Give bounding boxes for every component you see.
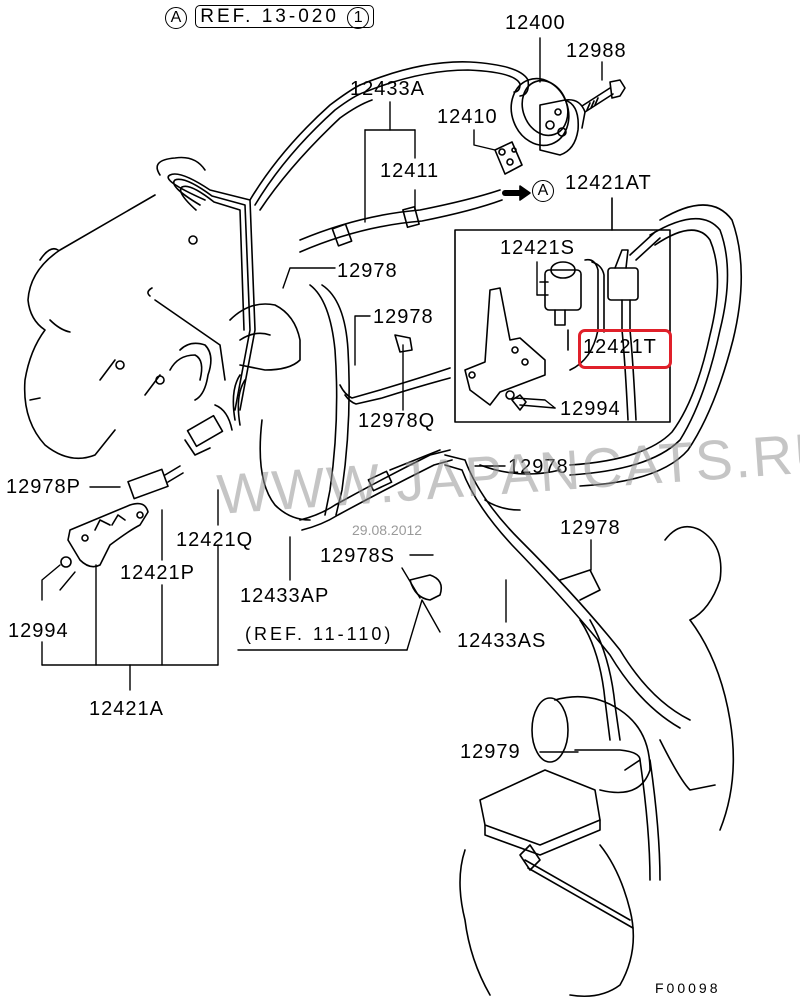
pipe-12433AS [444,454,691,741]
inset-bracket [464,281,569,411]
gasket-12410 [494,141,523,175]
cable-12978Q [339,334,451,405]
callout-12994-b[interactable]: 12994 [8,620,69,642]
ref-13-020-link[interactable]: REF. 13-020 1 [195,5,375,29]
callout-12978-a[interactable]: 12978 [337,260,398,282]
callout-12988[interactable]: 12988 [566,40,627,62]
callout-12410[interactable]: 12410 [437,106,498,128]
callout-12421P[interactable]: 12421P [120,562,195,584]
callout-12978-c[interactable]: 12978 [508,456,569,478]
bracket-12978S [409,574,443,601]
bolt-12988 [581,79,626,113]
date-stamp: 29.08.2012 [352,522,423,538]
callout-12421S[interactable]: 12421S [500,237,575,259]
callout-12433A[interactable]: 12433A [350,78,425,100]
callout-12421Q[interactable]: 12421Q [176,529,254,551]
bracket-12421A [67,502,149,568]
callout-12433AP[interactable]: 12433AP [240,585,330,607]
arrow-ref-marker-a[interactable]: A [532,180,554,202]
turbocharger [459,525,735,998]
engine-block-left [23,156,226,460]
callout-12421A[interactable]: 12421A [89,698,164,720]
callout-12400[interactable]: 12400 [505,12,566,34]
callout-12978Q[interactable]: 12978Q [358,410,436,432]
inset-solenoid-12421S [544,258,605,371]
figure-code: F00098 [655,980,721,996]
connector-12421P [127,465,184,500]
vacuum-pipes-right [479,204,743,487]
highlight-12421T [578,329,672,369]
solenoid-valve-12400 [510,77,586,156]
pipe-12433AP [259,284,453,531]
callout-12421T[interactable]: 12421T [583,336,657,358]
inset-solenoid-right [607,231,661,421]
callout-12411[interactable]: 12411 [380,160,440,182]
connector-12421Q [184,414,224,456]
ref-marker-a: A [165,7,187,29]
inset-box-12421AT [454,229,671,423]
callout-12433AS[interactable]: 12433AS [457,630,547,652]
nut-12994 [60,556,72,568]
callout-12994-a[interactable]: 12994 [560,398,621,420]
ref-13-020-text: REF. 13-020 [200,6,339,27]
ref-circled-number: 1 [347,7,370,29]
callout-12978-d[interactable]: 12978 [560,517,621,539]
callout-12421AT[interactable]: 12421AT [565,172,652,194]
leader-lines [41,37,603,753]
callout-12978-b[interactable]: 12978 [373,306,434,328]
hose-12433A [299,61,530,253]
callout-12979[interactable]: 12979 [460,741,521,763]
top-reference: A REF. 13-020 1 [165,5,375,29]
callout-12978S[interactable]: 12978S [320,545,395,567]
callout-12978P[interactable]: 12978P [6,476,81,498]
vacuum-pipes-left [167,84,373,431]
ref-11-110-link[interactable]: (REF. 11-110) [245,624,394,644]
